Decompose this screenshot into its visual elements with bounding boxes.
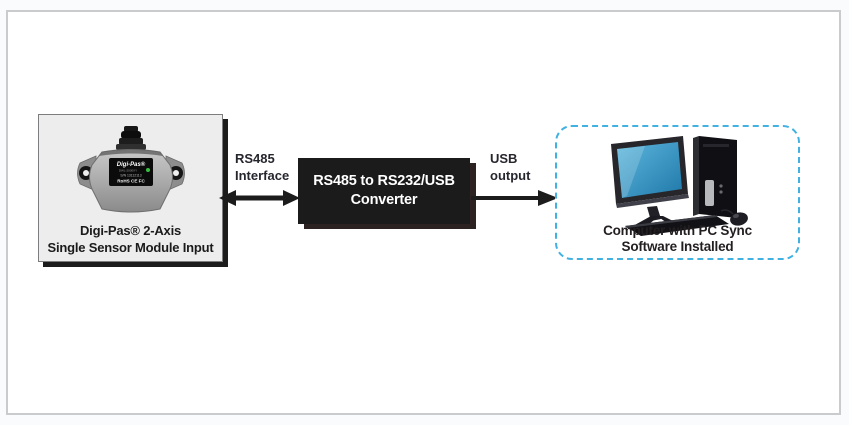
device-serial-text: S/N 13112113 [120,174,141,178]
sensor-module-box: Digi-Pas® DWL-2000XY S/N 13112113 RoHS C… [38,114,223,262]
device-model-text: DWL-2000XY [118,169,136,173]
computer-caption-line2: Software Installed [621,239,734,254]
device-brand-text: Digi-Pas® [116,161,145,168]
sensor-caption-line2: Single Sensor Module Input [47,240,214,255]
device-marks-text: RoHS CE FC [117,179,145,184]
sensor-caption-line1: Digi-Pas® 2-Axis [79,223,182,238]
usb-label-line1: USB [490,151,518,166]
rs485-label-line2: Interface [235,168,290,183]
rs485-interface-label: RS485 Interface [235,150,289,184]
computer-caption-line1: Computer with PC Sync [603,223,752,238]
usb-arrow-icon [471,190,558,206]
led-indicator-icon [145,168,150,172]
computer-box: Computer with PC Sync Software Installed [555,125,800,260]
keyboard-icon [624,215,729,236]
computer-icon [610,136,748,236]
usb-output-label: USB output [490,150,530,184]
converter-label-line2: Converter [350,192,418,208]
computer-caption: Computer with PC Sync Software Installed [557,223,798,255]
rs485-label-line1: RS485 [235,151,275,166]
sensor-caption: Digi-Pas® 2-Axis Single Sensor Module In… [39,222,222,256]
rs485-double-arrow-icon [219,190,300,206]
mouse-icon [720,209,748,226]
usb-label-line2: output [490,168,531,183]
sensor-module-image: Digi-Pas® DWL-2000XY S/N 13112113 RoHS C… [76,126,185,213]
device-label-plate [108,158,153,186]
converter-box: RS485 to RS232/USB Converter [298,158,470,224]
cable-gland-icon [115,126,146,150]
monitor-icon [610,136,689,208]
tower-icon [692,136,737,218]
converter-label-line1: RS485 to RS232/USB [313,173,455,189]
